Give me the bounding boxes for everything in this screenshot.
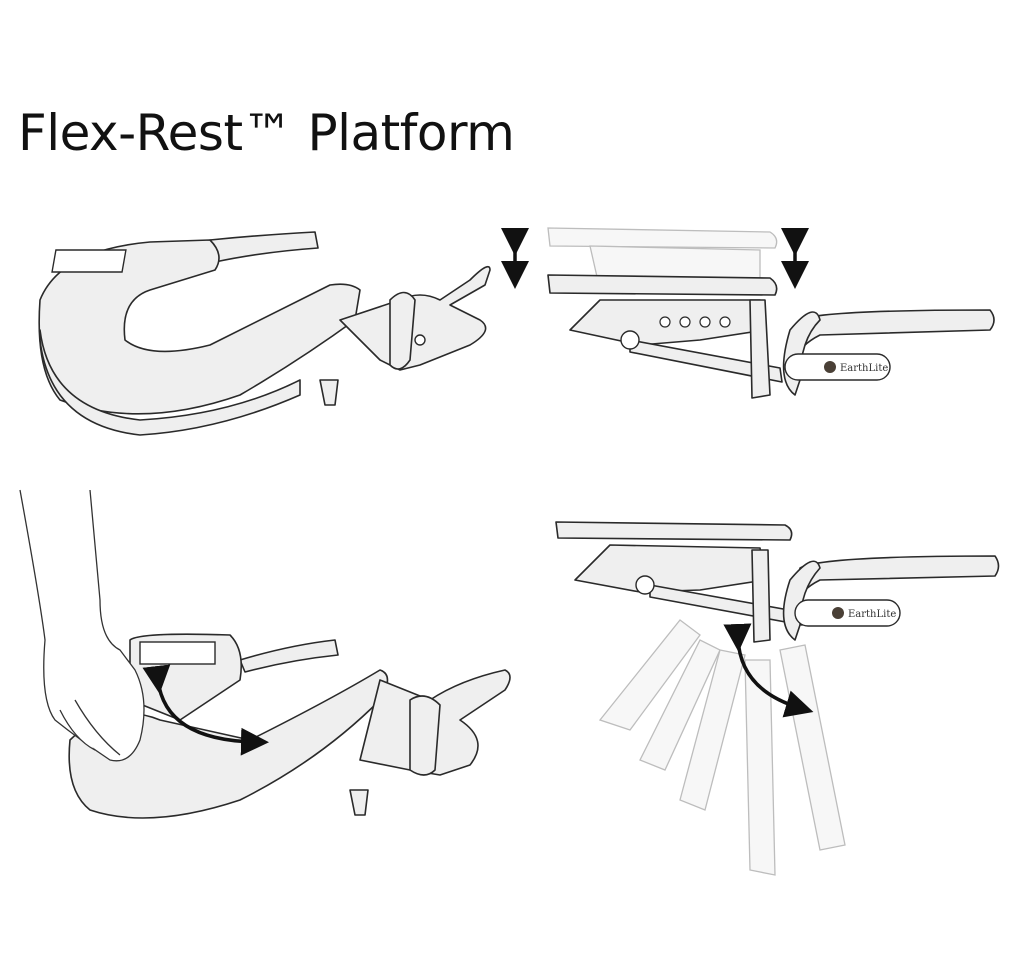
earthlite-logo-badge (794, 599, 901, 627)
earthlite-logo-badge (784, 353, 891, 381)
platform-height-adjust-side: EarthLite (547, 227, 995, 399)
page-title: Flex-Rest™ Platform (18, 104, 515, 162)
svg-text:EarthLite: EarthLite (840, 363, 888, 374)
curved-double-arrow-icon (723, 623, 814, 718)
face-cradle-perspective (38, 231, 491, 436)
face-cradle-tilt-with-hand (19, 489, 511, 819)
curved-double-arrow-icon (142, 664, 269, 756)
svg-text:EarthLite: EarthLite (848, 609, 896, 620)
